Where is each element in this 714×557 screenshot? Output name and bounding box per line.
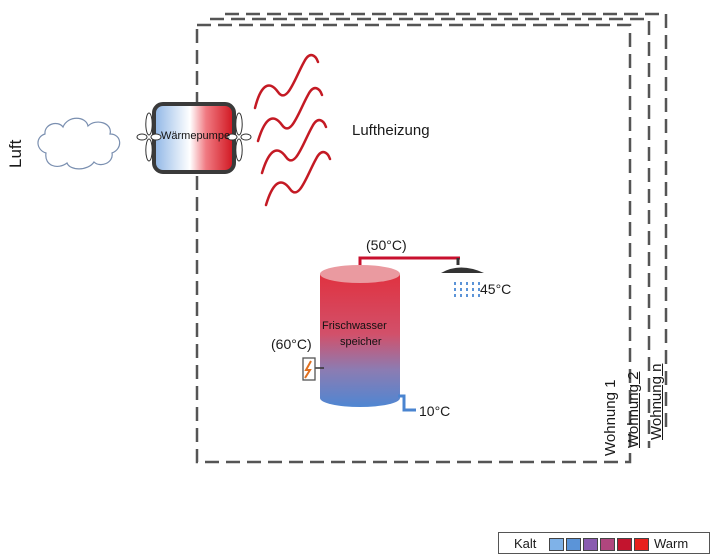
apartment-n-label: Wohnung n: [648, 363, 665, 440]
shower-head-icon: [441, 258, 484, 273]
heater-temp-label: (60°C): [271, 336, 312, 352]
shower-drops: [454, 282, 480, 297]
heat-pump-label: Wärmepumpe: [161, 130, 231, 142]
cloud-icon: [37, 117, 121, 170]
storage-label-line2: speicher: [340, 336, 382, 348]
warm-air-waves: [253, 53, 332, 207]
apartment-1-label: Wohnung 1: [602, 379, 619, 456]
shower-temp-label: 45°C: [480, 281, 512, 297]
cold-water-pipe: [398, 394, 416, 412]
cold-water-temp-label: 10°C: [419, 403, 451, 419]
legend-swatch-6: [634, 538, 649, 551]
legend-swatch-5: [617, 538, 632, 551]
air-heating-label: Luftheizung: [352, 122, 430, 139]
apartment-boundary-2: [210, 17, 651, 448]
storage-tank: [320, 265, 400, 407]
heat-pump: [136, 102, 252, 174]
temperature-legend: Kalt Warm: [498, 532, 710, 554]
legend-swatch-2: [566, 538, 581, 551]
apartment-boundary-n: [225, 12, 668, 434]
legend-warm-label: Warm: [654, 536, 689, 551]
legend-swatch-4: [600, 538, 615, 551]
legend-swatch-1: [549, 538, 564, 551]
electric-heater-icon: [302, 357, 324, 381]
supply-temp-label: (50°C): [366, 237, 407, 253]
apartment-boundary-1: [195, 23, 632, 464]
storage-label-line1: Frischwasser: [322, 320, 387, 332]
fan-left-icon: [136, 112, 162, 162]
legend-cold-label: Kalt: [514, 536, 537, 551]
fan-right-icon: [226, 112, 252, 162]
legend-swatch-3: [583, 538, 598, 551]
apartment-2-label: Wohnung 2: [625, 371, 642, 448]
air-label: Luft: [6, 139, 25, 168]
